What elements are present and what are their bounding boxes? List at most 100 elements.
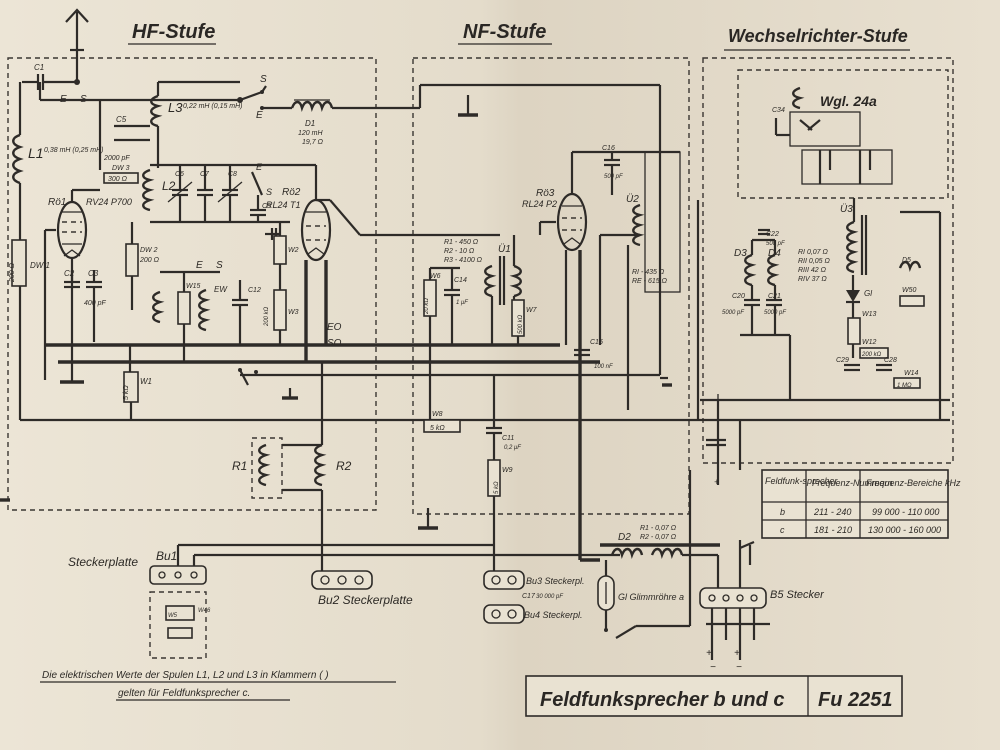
c15-label: C15 [590, 339, 603, 346]
c7-label: C7 [200, 171, 210, 178]
resistor-w15 [177, 291, 191, 325]
w14-value: 1 MΩ [897, 383, 912, 389]
w1-value: 5 kΩ [123, 385, 130, 400]
w8-label: W8 [432, 411, 443, 418]
ew-label: EW [214, 285, 228, 294]
b5-minus-2: − [736, 662, 742, 673]
u3-ri: RI 0,07 Ω [798, 249, 829, 256]
connector-b5[interactable] [699, 587, 767, 609]
table-cell: 181 - 210 [814, 525, 852, 535]
u3-rii: RII 0,05 Ω [798, 258, 830, 265]
vibrator-contacts [789, 111, 861, 147]
u1-label: Ü1 [498, 243, 511, 255]
hf-stage-frame [7, 57, 377, 511]
antenna-symbol [65, 8, 89, 82]
plus-terminal: + [714, 477, 719, 487]
dw3-label: DW 3 [112, 165, 130, 172]
c22-label: C22 [766, 231, 779, 238]
c5-label: C5 [116, 115, 127, 124]
resistor-dw2 [125, 243, 139, 277]
ro3-label: Rö3 [536, 188, 555, 199]
capacitor-c12 [232, 280, 248, 345]
frequency-table: Feldfunk-sprecher Frequenz-Nummern Frequ… [761, 469, 961, 539]
choke-d5 [898, 260, 922, 273]
c8-label: C8 [228, 171, 237, 178]
tube-ro3 [556, 192, 588, 252]
capacitor-c3 [86, 270, 102, 342]
w14-label: W14 [904, 370, 919, 377]
w50-label: W50 [902, 287, 917, 294]
switch-top-e-label: E [256, 110, 263, 121]
coil-ew [198, 288, 211, 332]
coil-r2 [314, 443, 327, 487]
ro2-type: RL24 T1 [266, 200, 301, 210]
capacitor-c9 [250, 195, 266, 222]
capacitor-c11 [486, 426, 502, 435]
c6-label: C6 [175, 171, 184, 178]
steckerplatte-label: Steckerplatte [68, 555, 138, 569]
choke-d4 [767, 253, 780, 287]
c17-label: C17 [522, 593, 536, 600]
c34-label: C34 [772, 107, 785, 114]
u3-riv: RIV 37 Ω [798, 276, 827, 283]
w12-label: W12 [862, 339, 877, 346]
u1-r2: R2 - 10 Ω [444, 248, 475, 255]
vibrator-coil [792, 86, 805, 110]
c11-label: C11 [502, 435, 514, 442]
c15-value: 100 nF [594, 364, 613, 370]
c20-value: 5000 pF [722, 310, 744, 316]
capacitor-c6 [167, 165, 193, 222]
u2-label: Ü2 [626, 193, 639, 205]
dw1-label: DW 1 [30, 261, 50, 270]
u2-ri: RI - 435 Ω [632, 269, 665, 276]
resistor-w14 [893, 377, 921, 389]
choke-d1 [290, 100, 334, 113]
connector-bu4[interactable] [483, 604, 525, 624]
resistor-w3 [273, 289, 287, 331]
ew-switch-s-label: S [216, 260, 223, 271]
w13-label: W13 [862, 311, 877, 318]
c29-label: C29 [836, 357, 849, 364]
rectifier-gl [846, 290, 860, 302]
choke-d2-b [650, 547, 684, 560]
switch-top-s-label: S [260, 74, 267, 85]
capacitor-c8 [217, 165, 243, 222]
choke-d2-a [610, 547, 644, 560]
coupling-coil [152, 290, 165, 324]
c3-value: 400 pF [84, 300, 107, 307]
c16-label: C16 [602, 145, 615, 152]
b5-plus-1: + [706, 648, 712, 659]
note-line-1: Die elektrischen Werte der Spulen L1, L2… [42, 670, 329, 681]
capacitor-c22 [758, 228, 770, 236]
coil-l3 [150, 94, 163, 128]
transformer-u3 [846, 220, 859, 274]
wr-stage-title: Wechselrichter-Stufe [728, 26, 908, 46]
tube-ro2 [300, 198, 332, 262]
dw3-value: 300 Ω [108, 176, 128, 183]
capacitor-c16 [604, 152, 620, 195]
connector-bu3[interactable] [483, 570, 525, 590]
ew-switch-e-label: E [196, 260, 203, 271]
resistor-w8 [423, 419, 461, 433]
d3-label: D3 [734, 248, 747, 259]
hf-stage-title: HF-Stufe [132, 21, 215, 43]
b5-label: B5 Stecker [770, 589, 825, 601]
ro1-label: Rö1 [48, 197, 66, 208]
nf-stage-title: NF-Stufe [463, 21, 546, 43]
coil-l2 [142, 168, 155, 212]
capacitor-c28 [876, 363, 892, 372]
switch-l2-e-label: E [256, 162, 263, 172]
d2-r2: R2 - 0,07 Ω [640, 534, 677, 541]
vibrator-box [737, 69, 949, 199]
capacitor-c1 [22, 74, 77, 90]
w1-label: W1 [140, 377, 152, 386]
c3-label: C3 [88, 269, 99, 278]
ro2-label: Rö2 [282, 187, 301, 198]
connector-bu2[interactable] [311, 570, 373, 590]
c17-value: 30 000 pF [536, 594, 563, 600]
ro1-type: RV24 P700 [86, 197, 132, 207]
vibrator-reeds [801, 149, 893, 185]
note-line-2: gelten für Feldfunksprecher c. [118, 688, 250, 699]
c28-label: C28 [884, 357, 897, 364]
